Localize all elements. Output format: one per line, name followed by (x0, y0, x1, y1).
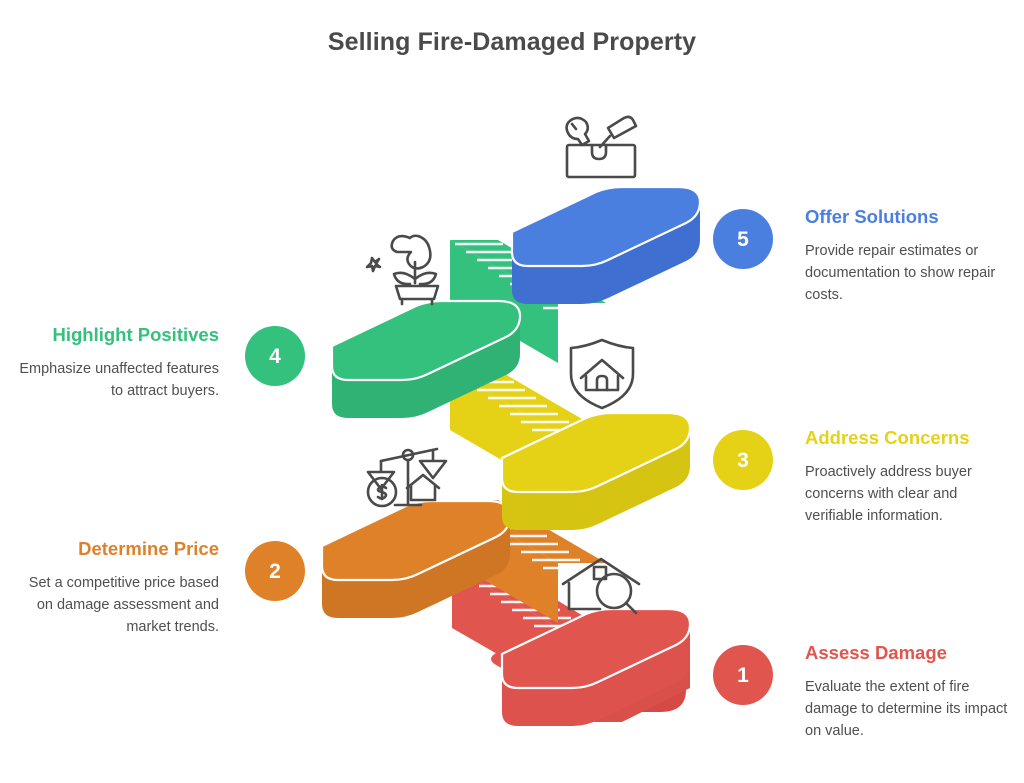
step-title-5: Offer Solutions (805, 206, 939, 227)
toolbox-icon (565, 115, 638, 179)
step-block-4: Highlight Positives Emphasize unaffected… (14, 324, 219, 402)
stair-segment-5 (510, 185, 702, 304)
step-badge-1[interactable]: 1 (713, 645, 773, 705)
step-block-1: Assess Damage Evaluate the extent of fir… (805, 642, 1010, 742)
step-block-2: Determine Price Set a competitive price … (14, 538, 219, 638)
step-description-2: Set a competitive price based on damage … (28, 575, 219, 636)
step-badge-5-number: 5 (737, 227, 749, 251)
house-search-icon (561, 557, 641, 615)
step-description-1: Evaluate the extent of fire damage to de… (805, 679, 1008, 740)
step-title-4: Highlight Positives (52, 324, 219, 345)
step-block-5: Offer Solutions Provide repair estimates… (805, 206, 1010, 306)
shield-home-icon (569, 338, 635, 410)
step-badge-1-number: 1 (737, 663, 749, 687)
step-description-3: Proactively address buyer concerns with … (805, 464, 972, 525)
step-title-2: Determine Price (78, 538, 219, 559)
step-badge-5[interactable]: 5 (713, 209, 773, 269)
step-badge-4-number: 4 (269, 344, 281, 368)
step-badge-3[interactable]: 3 (713, 430, 773, 490)
step-title-3: Address Concerns (805, 427, 970, 448)
step-badge-2-number: 2 (269, 559, 281, 583)
step-description-5: Provide repair estimates or documentatio… (805, 243, 996, 304)
step-description-4: Emphasize unaffected features to attract… (19, 361, 219, 400)
potted-plant-icon (365, 234, 440, 306)
page-title: Selling Fire-Damaged Property (327, 28, 697, 56)
balance-scale-icon (366, 447, 448, 508)
step-badge-3-number: 3 (737, 448, 749, 472)
stair-segment-3 (450, 370, 692, 530)
step-title-1: Assess Damage (805, 642, 947, 663)
stair-segment-1 (452, 566, 692, 726)
step-badge-2[interactable]: 2 (245, 541, 305, 601)
step-badge-4[interactable]: 4 (245, 326, 305, 386)
step-block-3: Address Concerns Proactively address buy… (805, 427, 1010, 527)
